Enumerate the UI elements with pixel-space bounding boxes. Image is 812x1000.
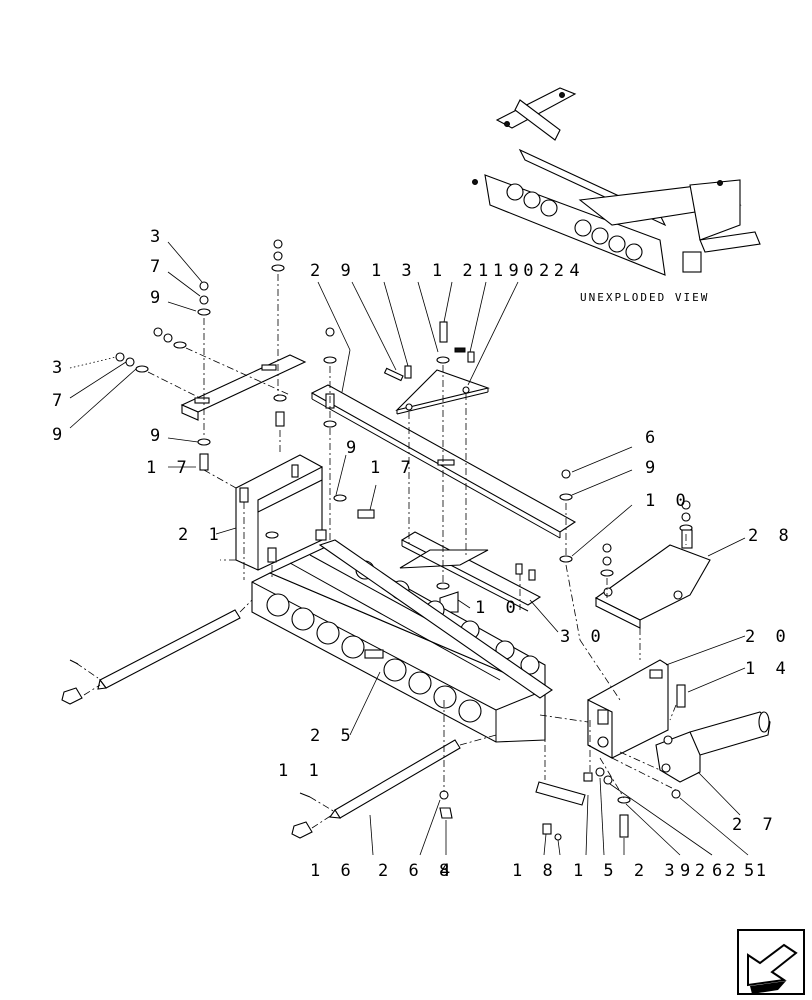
callout-25: 2 5 [310, 726, 356, 746]
callout-3: 3 [52, 358, 67, 378]
callout-14: 1 4 [745, 659, 791, 679]
long-rod-left [97, 609, 241, 690]
callout-group-18-15-23-22-1: 1 8 1 5 2 3 2 2 1 [512, 861, 771, 881]
callout-21: 2 1 [178, 525, 224, 545]
callout-9: 9 [150, 426, 165, 446]
callout-17: 1 7 [146, 458, 192, 478]
callout-11: 1 1 [278, 761, 324, 781]
callout-9: 9 [52, 425, 67, 445]
callout-group-26-8: 2 6 8 [378, 861, 454, 881]
upper-left-bracket [180, 354, 307, 421]
assembly-guide-lines [75, 274, 687, 829]
unexploded-assembly-view [472, 87, 761, 276]
callout-5: 5 [744, 861, 759, 881]
callout-30: 3 0 [560, 627, 606, 647]
callout-7: 7 [52, 391, 67, 411]
callout-28: 2 8 [748, 526, 794, 546]
next-page-arrow-icon[interactable] [737, 929, 805, 995]
callout-4: 4 [440, 861, 455, 881]
callout-10: 1 0 [645, 491, 691, 511]
callout-group-29-13-12-10-2: 2 9 1 3 1 2 1 0 2 [310, 261, 569, 281]
lower-rod-26 [329, 739, 461, 819]
callout-leader-lines [69, 241, 749, 856]
upper-long-bar [310, 384, 577, 539]
callout-10: 1 0 [475, 598, 521, 618]
callout-group-19-24: 1 9 2 4 [478, 261, 585, 281]
callout-6: 6 [645, 428, 660, 448]
callout-3: 3 [150, 227, 165, 247]
right-bracket-28 [594, 529, 711, 629]
callout-27: 2 7 [732, 815, 778, 835]
callout-6: 6 [712, 861, 727, 881]
callout-7: 7 [150, 257, 165, 277]
callout-9: 9 [346, 438, 361, 458]
callout-16: 1 6 [310, 861, 356, 881]
callout-17: 1 7 [370, 458, 416, 478]
callout-9: 9 [150, 288, 165, 308]
roller-frame-25 [251, 539, 553, 743]
callout-9: 9 [645, 458, 660, 478]
unexploded-view-caption: UNEXPLODED VIEW [580, 291, 709, 304]
callout-labels: 3 7 9 3 7 9 9 1 7 9 1 7 2 1 2 9 1 3 1 2 … [52, 227, 794, 881]
right-side-bracket-20 [587, 659, 669, 759]
callout-9: 9 [680, 861, 695, 881]
triangle-plate [395, 369, 490, 415]
left-angle-bracket [235, 454, 323, 571]
callout-20: 2 0 [745, 627, 791, 647]
lever-handle-27 [655, 711, 771, 783]
